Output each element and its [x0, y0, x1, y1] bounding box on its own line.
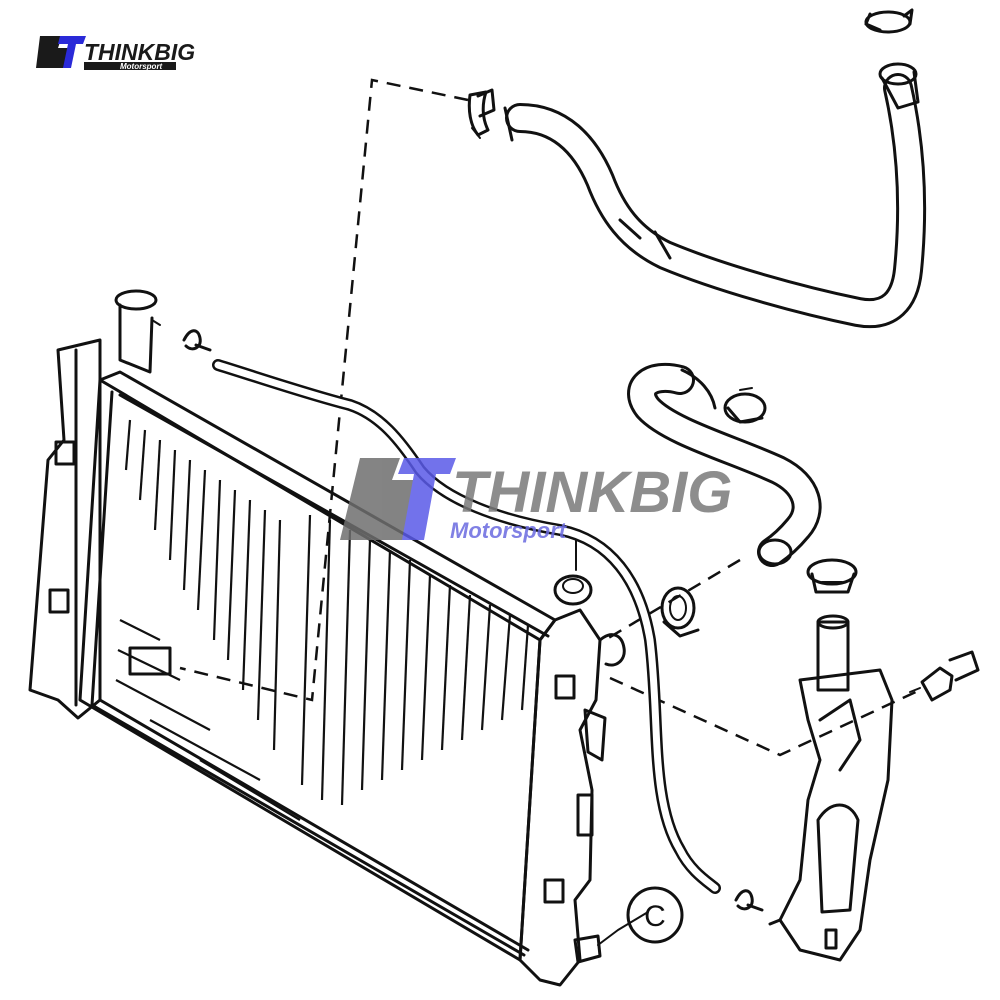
logo-monogram-icon [36, 36, 86, 68]
watermark-monogram-icon [340, 458, 456, 540]
hose-clamp-outlet-icon [660, 586, 700, 638]
hose-clamp-top-right-icon [864, 8, 914, 34]
overflow-tube [212, 359, 721, 894]
watermark: THINKBIG Motorsport [340, 458, 732, 543]
lower-radiator-hose [627, 363, 822, 567]
logo-sub-text: Motorsport [120, 62, 163, 71]
callout-c: C [626, 886, 684, 944]
radiator-cap-icon [806, 558, 858, 594]
hose-clamp-lower-icon [723, 387, 767, 424]
radiator-core [28, 289, 626, 987]
callout-c-label: C [644, 900, 666, 933]
spring-clip-top-icon [182, 329, 212, 352]
watermark-sub-text: Motorsport [450, 518, 568, 543]
hose-clamp-upper-left-icon [467, 88, 496, 139]
spring-clip-bottom-icon [734, 889, 764, 912]
coolant-reservoir-tank [768, 614, 980, 962]
brand-logo: THINKBIG Motorsport [34, 30, 195, 72]
watermark-brand-text: THINKBIG [452, 460, 732, 525]
logo-brand-text: THINKBIG [84, 39, 195, 65]
radiator-fins [115, 419, 530, 821]
upper-radiator-hose [503, 62, 927, 329]
